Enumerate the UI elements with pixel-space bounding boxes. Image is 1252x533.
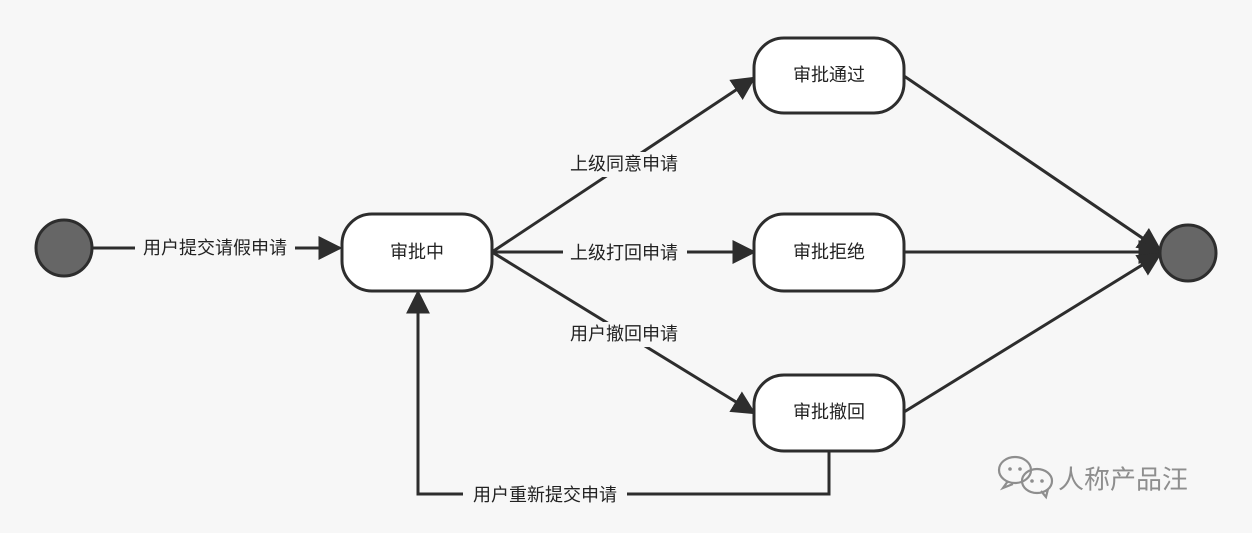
node-rejected [752, 212, 906, 293]
edge-label-reject: 上级打回申请 [570, 243, 678, 264]
edge-withdrawn-to-end [903, 252, 1163, 414]
label-bg-withdraw [563, 322, 687, 347]
edge-label-submit: 用户提交请假申请 [143, 238, 287, 259]
wechat-icon [997, 455, 1054, 500]
end-state [1158, 223, 1218, 283]
node-approved [752, 36, 906, 115]
label-bg-submit [135, 236, 295, 260]
node-withdrawn [752, 373, 906, 453]
wechat-watermark: 人称产品汪 [997, 455, 1188, 500]
watermark-label: 人称产品汪 [1058, 466, 1188, 496]
node-approved-label: 审批通过 [793, 65, 865, 86]
label-bg-reject [563, 241, 687, 266]
label-bg-agree [563, 152, 687, 177]
label-bg-resubmit [463, 484, 627, 508]
edge-label-withdraw: 用户撤回申请 [570, 324, 678, 345]
edge-approved-to-end [903, 74, 1162, 252]
edge-label-agree: 上级同意申请 [570, 154, 678, 175]
node-rejected-label: 审批拒绝 [793, 242, 865, 263]
node-pending [340, 212, 494, 293]
edge-label-resubmit: 用户重新提交申请 [473, 485, 617, 506]
start-state [34, 218, 94, 278]
node-withdrawn-label: 审批撤回 [793, 402, 865, 423]
node-pending-label: 审批中 [390, 242, 444, 263]
